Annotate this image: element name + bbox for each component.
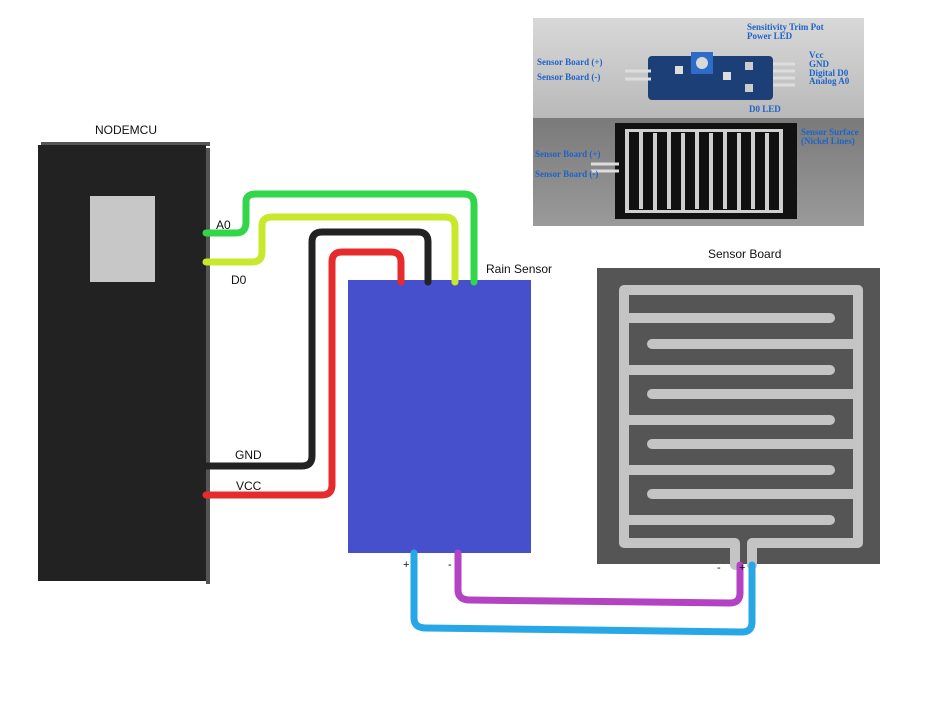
rain-sensor-minus-label: - (448, 559, 452, 571)
pin-a0-label: A0 (216, 218, 231, 232)
sensor-board-traces (619, 285, 863, 570)
trace-comb-right (747, 285, 863, 570)
reference-photo: Sensitivity Trim Pot Power LED Vcc GND D… (533, 18, 864, 226)
power-led (745, 62, 753, 70)
wire-a0 (202, 190, 478, 286)
annotation-d0-led: D0 LED (749, 104, 781, 114)
pin-d0-label: D0 (231, 273, 247, 287)
annotation-power-led: Power LED (747, 31, 793, 41)
wire-plus (410, 549, 756, 636)
annotation-sensor-board-minus: Sensor Board (-) (537, 72, 601, 82)
smd-part (675, 66, 683, 74)
board-minus-label: - (717, 562, 721, 574)
nodemcu-label: NODEMCU (95, 123, 157, 137)
wire-minus (454, 549, 744, 607)
annotation-digital-d0: Digital D0 (809, 68, 849, 78)
annotation-sensor-surface: Sensor Surface (801, 127, 859, 137)
annotation-nickel-lines: (Nickel Lines) (801, 136, 855, 146)
wire-gnd (202, 228, 432, 470)
annotation-plate-plus: Sensor Board (+) (535, 149, 601, 159)
rain-sensor-label: Rain Sensor (486, 262, 553, 276)
d0-led (745, 84, 753, 92)
trim-pot-knob (696, 57, 708, 69)
wire-vcc (202, 248, 405, 499)
rain-sensor-module (348, 280, 531, 553)
photo-drawing (591, 52, 797, 219)
nodemcu-chip (90, 196, 155, 282)
annotation-trim-pot: Sensitivity Trim Pot (747, 22, 824, 32)
board-plus-label: + (739, 562, 746, 574)
pin-gnd-label: GND (235, 448, 262, 462)
annotation-gnd: GND (809, 59, 829, 69)
pin-vcc-label: VCC (236, 479, 262, 493)
nodemcu-side-edge (206, 148, 210, 584)
rain-sensor-plus-label: + (403, 559, 410, 571)
smd-part (723, 72, 731, 80)
annotation-vcc: Vcc (809, 50, 824, 60)
nodemcu-top-edge (41, 142, 210, 146)
annotation-sensor-board-plus: Sensor Board (+) (537, 57, 603, 67)
annotation-analog-a0: Analog A0 (809, 76, 850, 86)
annotation-plate-minus: Sensor Board (-) (535, 169, 599, 179)
plate-traces (625, 129, 783, 213)
trace-comb-left (619, 285, 863, 570)
wire-d0 (202, 213, 459, 286)
sensor-board-label: Sensor Board (708, 247, 782, 261)
